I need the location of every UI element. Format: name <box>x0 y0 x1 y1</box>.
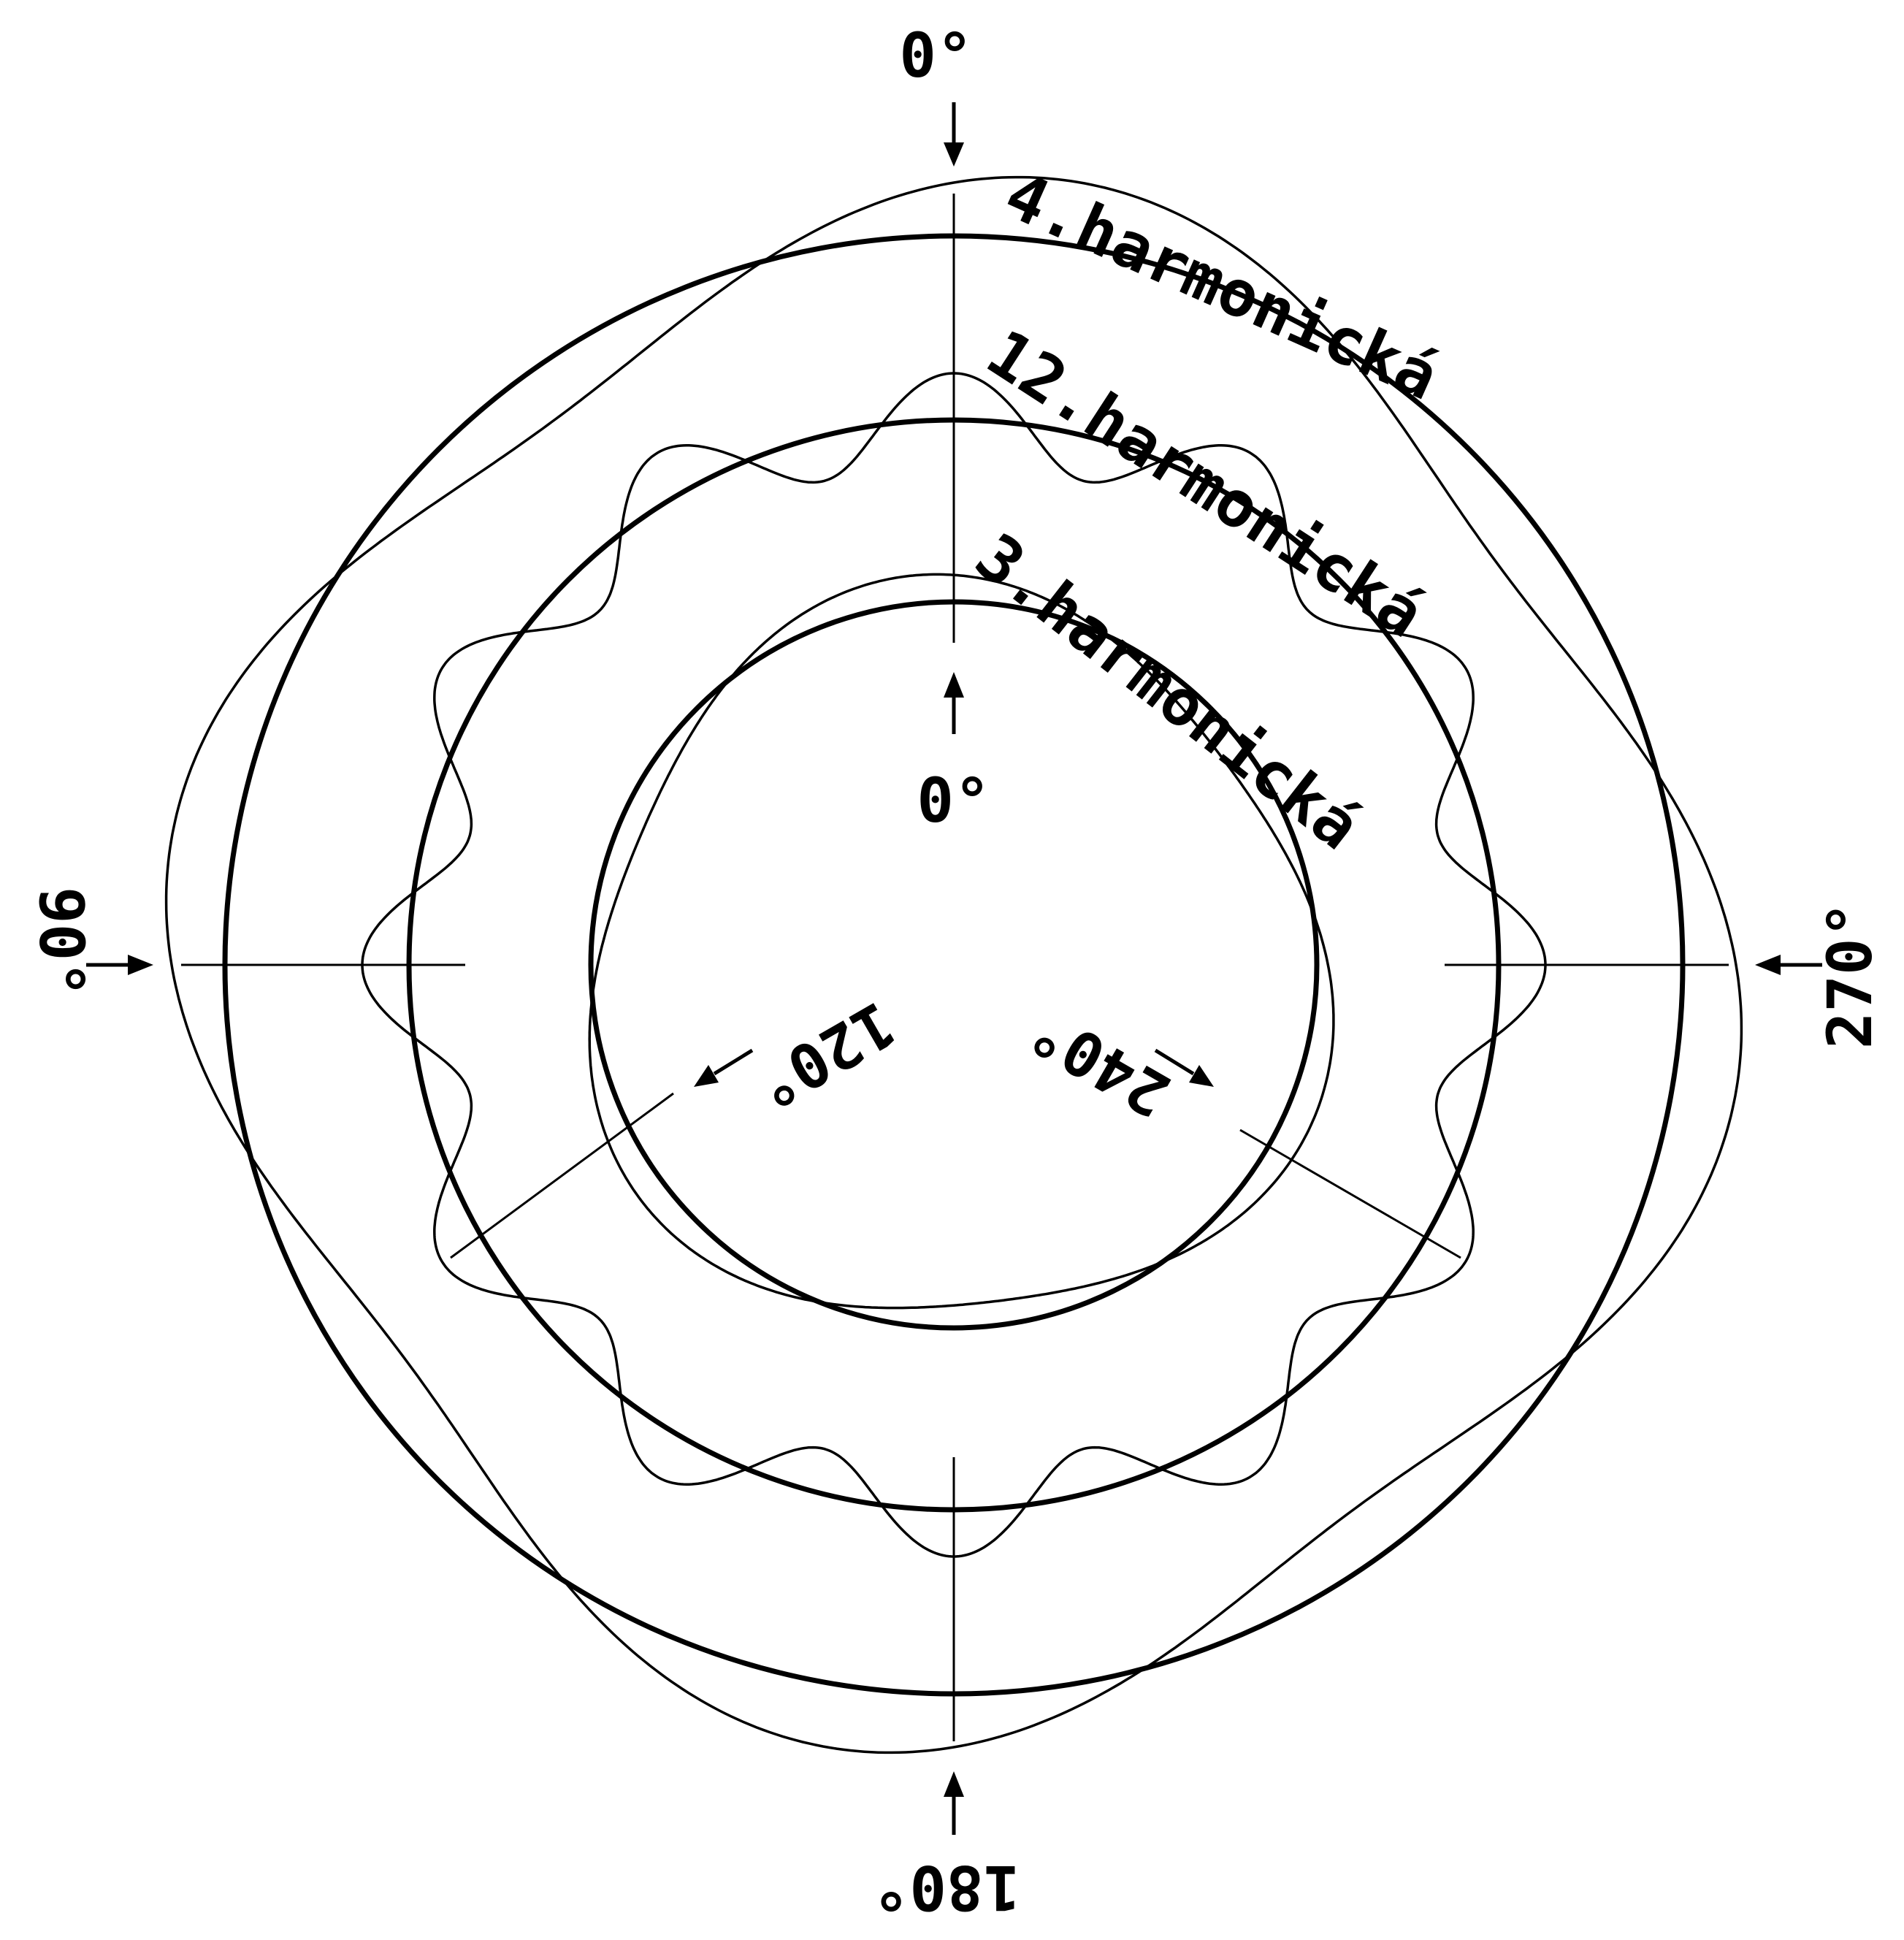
arrow-inner-up <box>944 672 964 734</box>
inner-reference-circle <box>588 599 1320 1331</box>
axis-120-line <box>450 1092 674 1259</box>
axis-lines <box>181 194 1729 1741</box>
arrows <box>86 102 1822 1835</box>
arrow-left-right <box>86 955 153 975</box>
label-inner-120: 120° <box>743 988 906 1123</box>
outer-reference-circle <box>222 233 1686 1697</box>
middle-reference-circle <box>406 417 1502 1513</box>
label-inner-240: 240° <box>1017 995 1181 1131</box>
arrow-right-left <box>1755 955 1822 975</box>
arrow-bottom-up <box>944 1771 964 1835</box>
harmonic-3-curve <box>588 573 1335 1310</box>
harmonic-12-curve <box>361 372 1547 1558</box>
arrow-120 <box>694 1048 754 1087</box>
arrow-top-down <box>944 102 964 167</box>
harmonic-waveforms <box>164 175 1743 1754</box>
arrow-240 <box>1154 1048 1214 1087</box>
label-bottom-180: 180° <box>873 1852 1020 1923</box>
label-right-270: 270° <box>1814 901 1886 1049</box>
label-top-0: 0° <box>899 20 973 91</box>
harmonic-4-curve <box>164 175 1743 1754</box>
label-left-90: 90° <box>26 887 97 998</box>
label-inner-0: 0° <box>917 765 990 836</box>
reference-circles <box>222 233 1686 1697</box>
